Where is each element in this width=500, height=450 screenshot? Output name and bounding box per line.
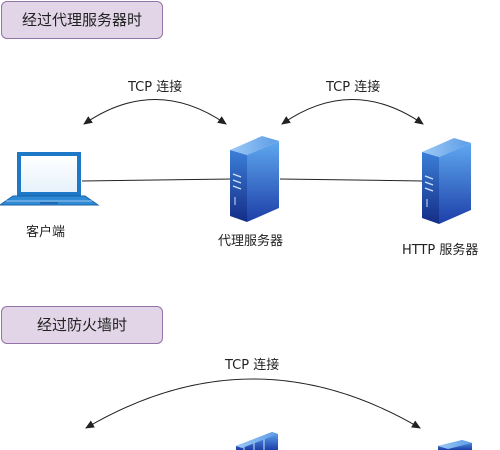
link-proxy-http — [279, 178, 424, 182]
link-client-proxy — [81, 178, 233, 182]
section-label-proxy: 经过代理服务器时 — [1, 1, 163, 39]
tcp-arc-client-proxy — [83, 99, 227, 125]
arc-label-firewall: TCP 连接 — [225, 358, 280, 373]
firewall-icon — [236, 432, 278, 450]
server-icon — [422, 138, 471, 224]
node-label-client: 客户端 — [26, 225, 66, 240]
server-icon — [438, 440, 472, 450]
arc-label-proxy-http: TCP 连接 — [326, 80, 381, 95]
tcp-arc-proxy-http — [281, 99, 424, 125]
laptop-icon — [0, 152, 100, 206]
node-label-http: HTTP 服务器 — [402, 243, 479, 258]
node-label-proxy: 代理服务器 — [218, 234, 284, 249]
arc-label-client-proxy: TCP 连接 — [128, 80, 183, 95]
server-icon — [230, 136, 279, 222]
section-label-firewall: 经过防火墙时 — [1, 306, 163, 344]
tcp-arc-firewall — [85, 378, 421, 429]
